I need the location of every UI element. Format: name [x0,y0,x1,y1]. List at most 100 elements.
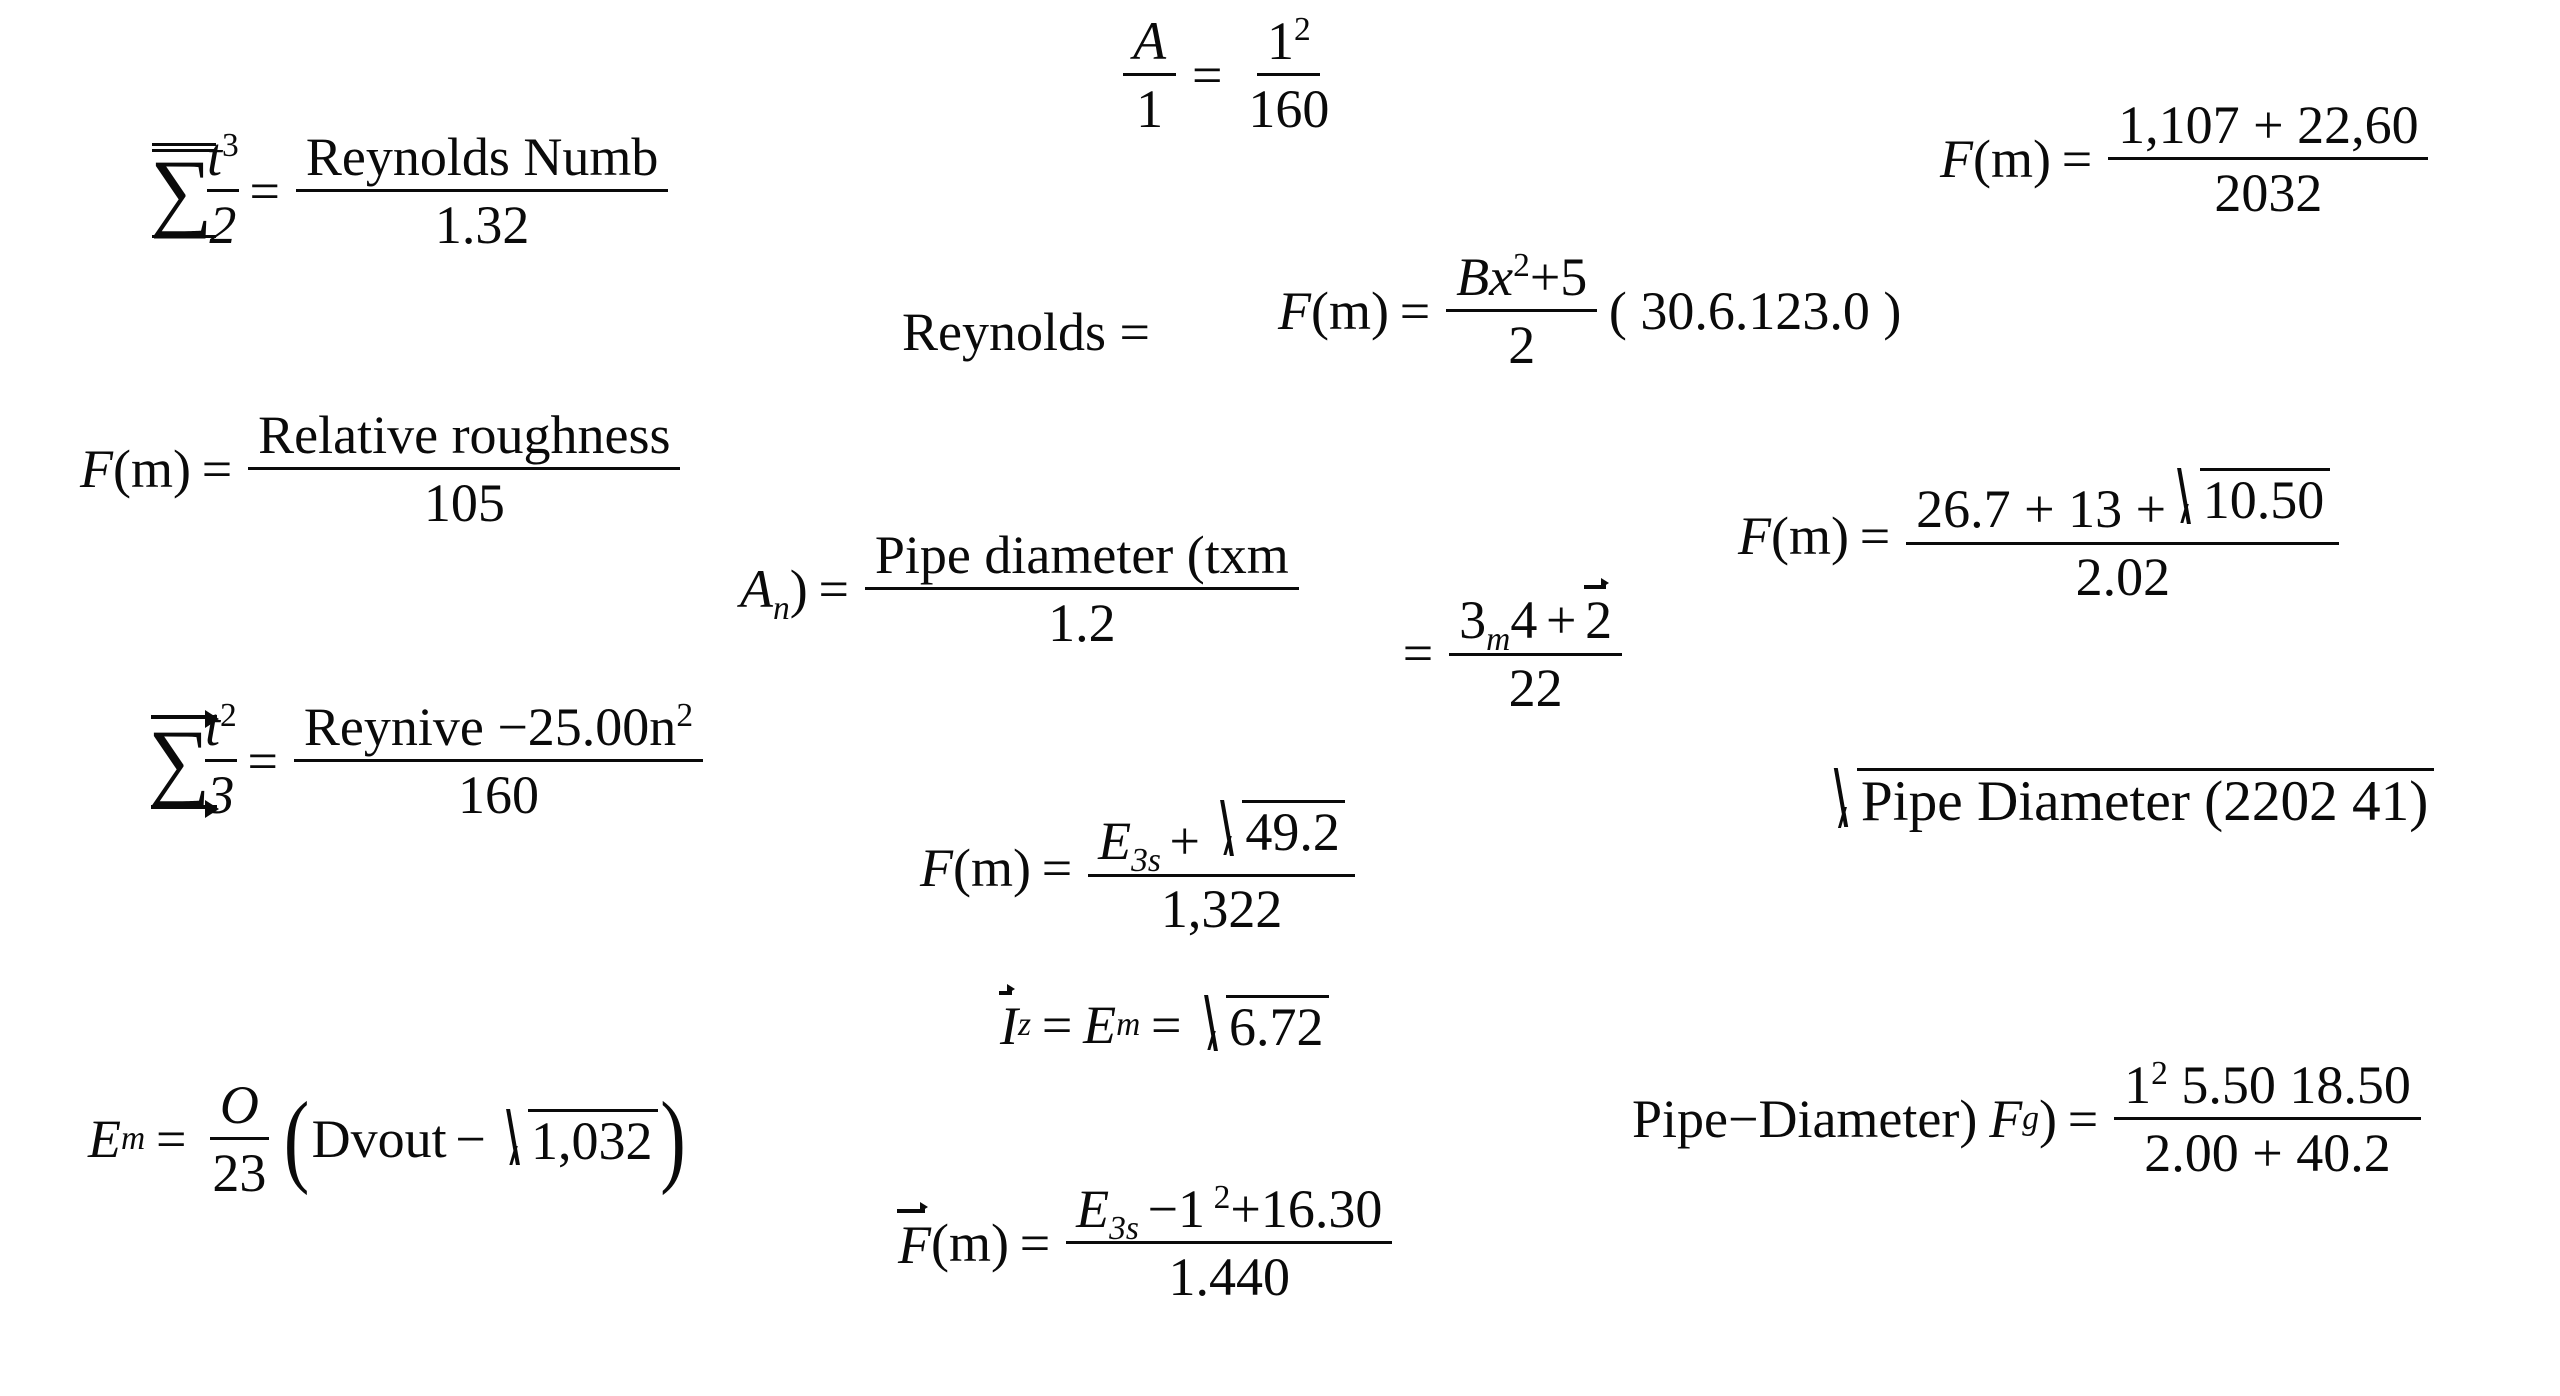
equals-sign: = [249,160,280,221]
sigma-glyph: ∑ [150,142,213,240]
radicand: Pipe Diameter (2202 41) [1857,768,2435,831]
fraction-numerator: Reynolds Numb [296,130,669,193]
variable-symbol: An [740,558,790,627]
numerator-exponent: 2 [1294,11,1311,48]
equals-sign: = [1399,280,1431,341]
sigma-overbar-2 [151,149,217,153]
equals-sign: = [2067,1088,2099,1149]
equals-sign: = [1019,1212,1051,1273]
fraction: Reynolds Numb 1.32 [296,130,669,252]
fraction: 12 5.50 18.50 2.00 + 40.2 [2114,1055,2421,1183]
sum-index-denominator: 2 [209,194,237,255]
fraction-numerator: O [210,1078,269,1141]
sigma-glyph: ∑ [148,712,211,810]
function-argument: (m) [1973,128,2051,189]
numerator-subscript: m [1486,621,1511,659]
equals-sign: = [1041,837,1073,898]
fraction-numerator: 26.7 + 13 +10.50 [1906,468,2340,545]
square-root-icon: 1,032 [498,1109,658,1169]
equation-reynolds-label: Reynolds = [902,305,1150,359]
fraction-denominator: 1,322 [1160,878,1283,939]
close-paren: ) [2038,1088,2057,1149]
fraction: 12 160 [1239,11,1339,136]
square-root-icon: Pipe Diameter (2202 41) [1825,768,2435,831]
numerator-exponent: 2 [2151,1055,2168,1092]
radicand: 1,032 [527,1109,658,1169]
trailing-parenthetical: ( 30.6.123.0 ) [1608,280,1902,341]
fraction-denominator: 1.2 [1048,592,1116,653]
fraction-denominator: 160 [457,764,539,825]
fraction: Pipe diameter (txm 1.2 [865,528,1299,653]
fraction-numerator: E3s+49.2 [1088,800,1355,877]
vector-term: 2 [1583,578,1613,651]
square-root-icon: 10.50 [2169,468,2330,527]
close-paren: ) [660,1081,686,1197]
sum-index-bar [206,189,239,193]
fraction-denominator: 2.02 [2075,546,2171,607]
middle-variable: E [1083,994,1117,1055]
variable-symbol: F [1989,1088,2023,1149]
equals-sign: = [1859,505,1891,566]
numerator-subscript: 3s [1131,841,1161,879]
fraction: 1,107 + 22,60 2032 [2108,98,2429,220]
function-argument: (m) [931,1212,1009,1273]
closing-paren: ) [789,558,808,619]
lhs-fraction: A 1 [1123,14,1176,139]
equation-pipe-diameter-fg: Pipe−Diameter) F g ) = 12 5.50 18.50 2.0… [1632,1055,2426,1183]
lhs-numerator: A [1123,14,1176,77]
fraction-numerator: Relative roughness [248,408,681,471]
equation-em-dvout: E m = O 23 ( Dvout − 1,032 ) [88,1075,686,1203]
radicand: 6.72 [1225,995,1329,1054]
pipe-diameter-label: Pipe−Diameter) [1632,1088,1978,1149]
term-dvout: Dvout [311,1108,447,1169]
equation-f-m-bx2: F (m) = Bx2+5 2 ( 30.6.123.0 ) [1278,247,1902,375]
fraction-numerator: 1,107 + 22,60 [2108,98,2429,161]
sum-index-bar [204,759,237,763]
equals-sign: = [1402,622,1434,683]
minus-operator: − [455,1108,486,1169]
fraction: O 23 [203,1078,276,1200]
square-root-icon: 6.72 [1196,995,1329,1054]
numerator-exponent: 2 [1513,247,1530,284]
equals-sign-1: = [1041,994,1073,1055]
summation-symbol: ∑ [150,135,217,247]
radicand: 49.2 [1242,800,1346,859]
function-argument: (m) [1311,280,1389,341]
equation-sum-reynolds-number: ∑ t3 2 = Reynolds Numb 1.32 [150,127,674,255]
fraction-numerator: 12 [1257,11,1321,77]
fraction: 26.7 + 13 +10.50 2.02 [1906,468,2340,607]
fraction: 3m4+2 22 [1449,578,1622,715]
vector-function-symbol: F [896,1202,931,1275]
summation-symbol: ∑ [148,705,220,819]
lhs-denominator: 1 [1136,78,1164,139]
function-symbol: F [80,438,113,499]
equation-f-m-1107: F (m) = 1,107 + 22,60 2032 [1940,98,2434,220]
fraction-numerator: 12 5.50 18.50 [2114,1055,2421,1121]
function-argument: (m) [1771,505,1849,566]
fraction-denominator: 105 [423,472,505,533]
sigma-over-arrow-icon [150,710,220,729]
function-symbol: F [1278,280,1311,341]
sum-index-exponent: 3 [221,127,239,164]
fraction-denominator: 2.00 + 40.2 [2144,1122,2391,1183]
equation-an-pipe-diameter: An ) = Pipe diameter (txm 1.2 [740,528,1304,650]
fraction-numerator: 3m4+2 [1449,578,1622,659]
equals-sign-2: = [1151,994,1182,1055]
sigma-underbar [151,235,217,239]
fraction-numerator: Pipe diameter (txm [865,528,1299,591]
square-root-icon: 49.2 [1212,800,1346,859]
sum-index-fraction: t3 2 [206,127,239,255]
sum-index-exponent: 2 [219,697,237,734]
radicand: 10.50 [2199,468,2330,527]
equation-f-m-relative-roughness: F (m) = Relative roughness 105 [80,408,686,530]
fraction-denominator: 2 [1508,314,1536,375]
fraction-denominator: 1.440 [1168,1246,1290,1307]
equation-3m4-plus-vec2: = 3m4+2 22 [1392,578,1627,715]
equals-sign: = [818,558,849,619]
vector-variable: I [998,984,1018,1057]
fraction: Bx2+5 2 [1446,247,1598,375]
open-paren: ( [283,1081,310,1197]
variable-subscript: n [773,589,790,627]
